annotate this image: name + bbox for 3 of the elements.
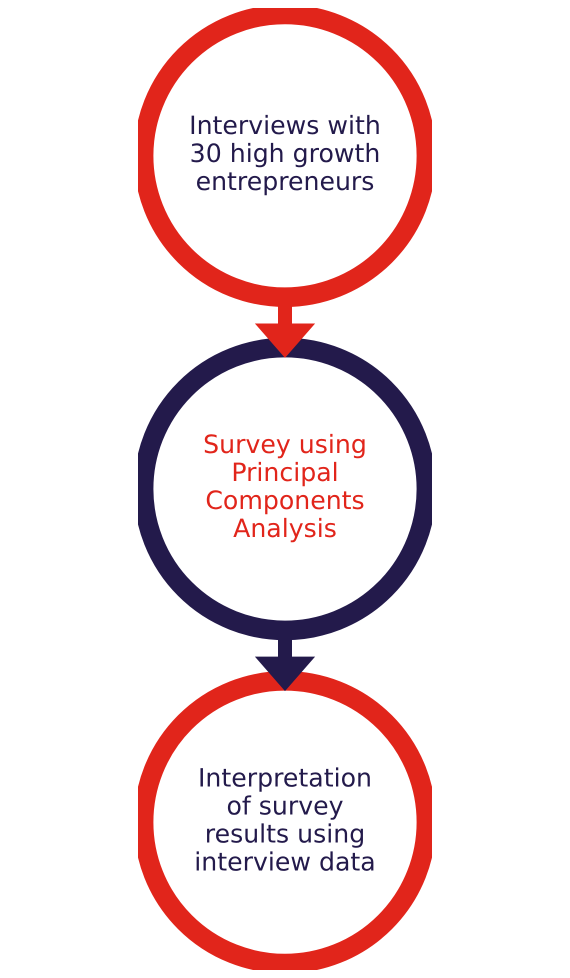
node-circle: Interviews with 30 high growth entrepreneurs <box>138 8 432 307</box>
node-circle: Interpretation of survey results using interview data <box>138 671 432 970</box>
node-circle: Survey using Principal Components Analysis <box>138 338 432 640</box>
